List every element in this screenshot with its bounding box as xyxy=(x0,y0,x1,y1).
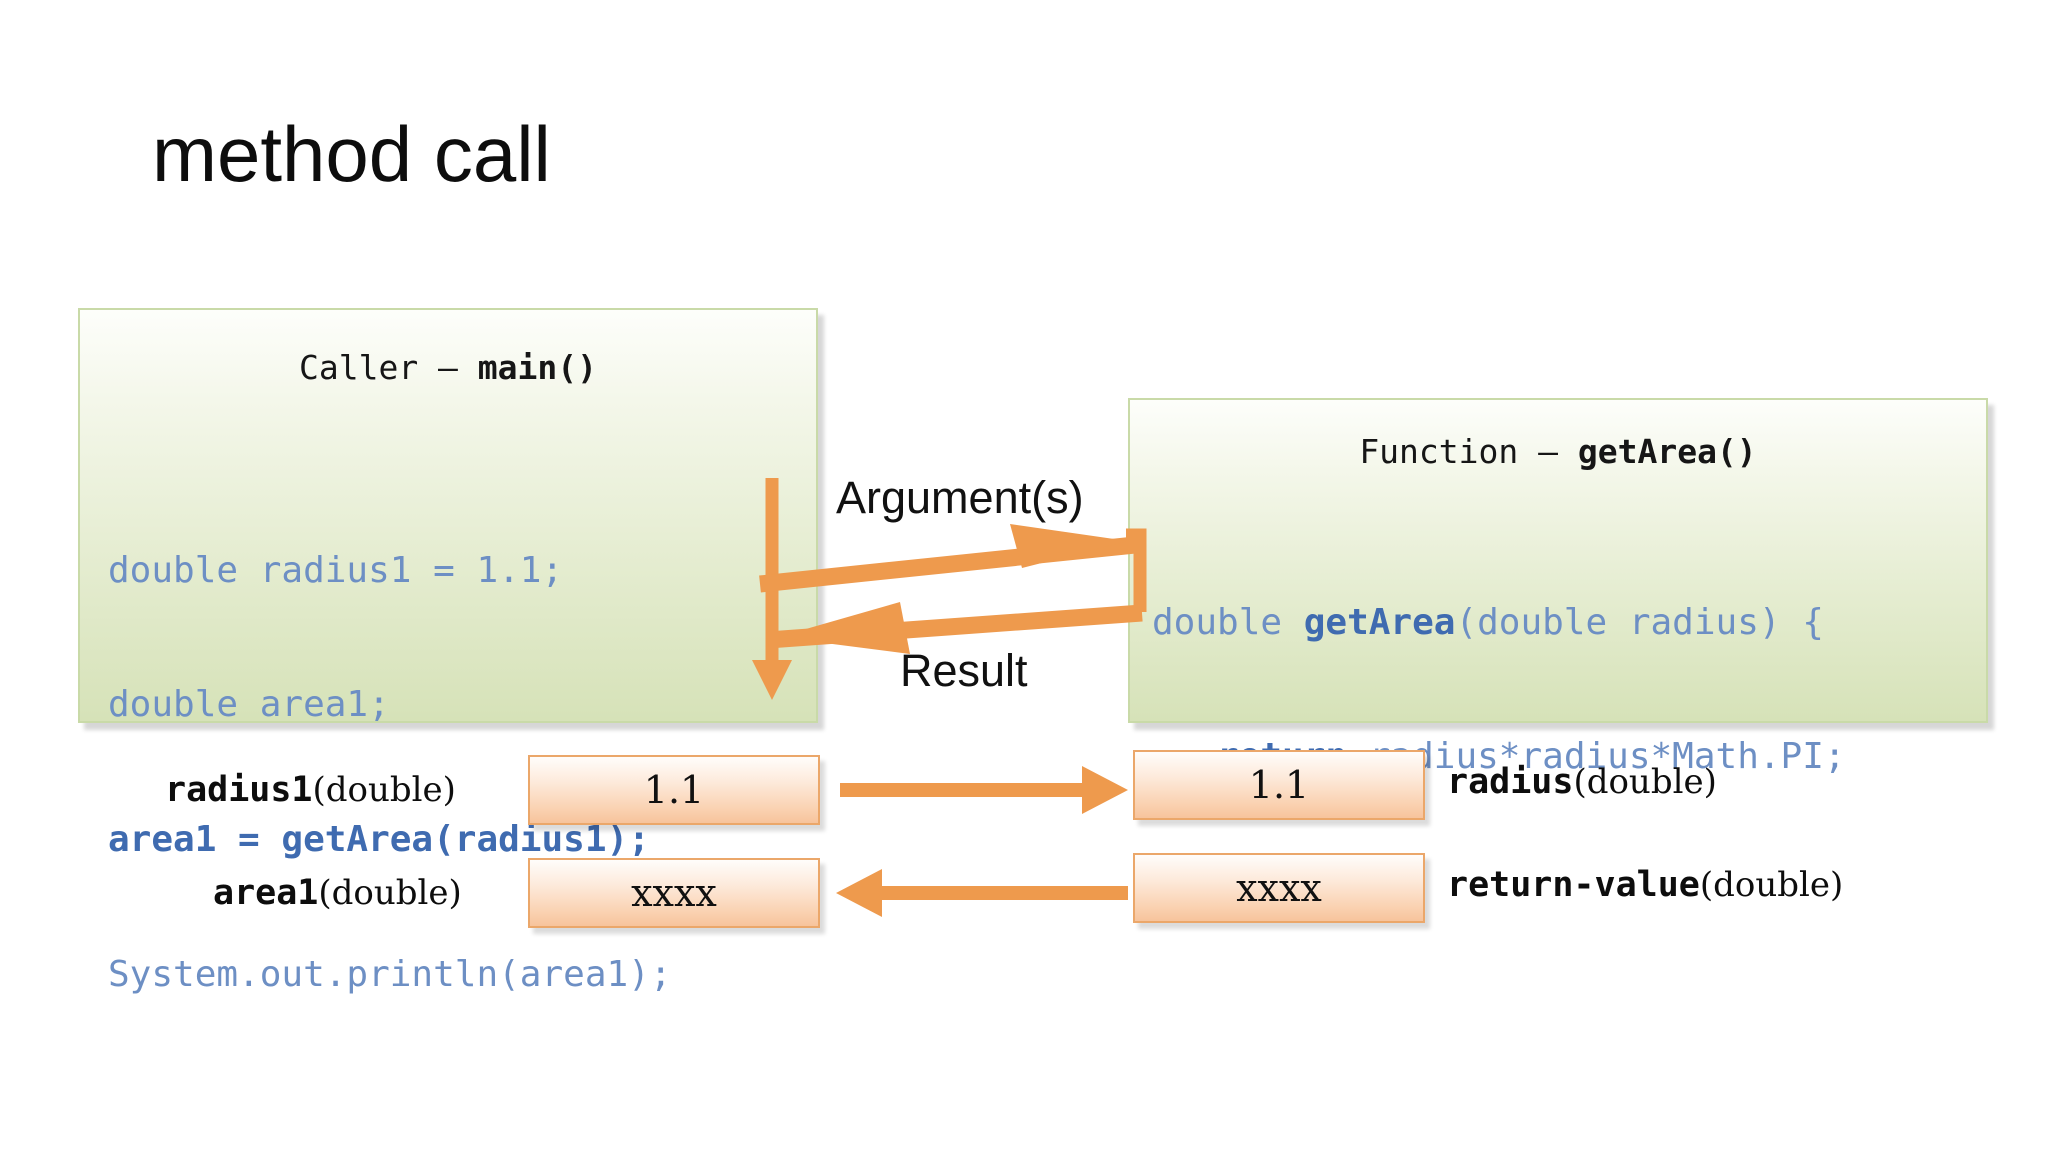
value-transfer-arrow-left-icon xyxy=(836,869,1128,917)
var-type: (double) xyxy=(1699,865,1844,905)
function-panel-heading: Function – getArea() xyxy=(1130,432,1986,471)
result-label: Result xyxy=(900,645,1028,696)
code-span: radius*radius*Math.PI; xyxy=(1347,736,1846,778)
function-heading-plain: Function – xyxy=(1359,432,1578,471)
var-name: return-value xyxy=(1447,865,1700,905)
caller-panel: Caller – main() double radius1 = 1.1; do… xyxy=(78,308,818,994)
code-span-bold: getArea xyxy=(1303,601,1456,643)
caller-heading-bold: main() xyxy=(477,348,598,387)
callee-var-label-return-value: return-value(double) xyxy=(1447,865,1843,905)
var-name: radius xyxy=(1447,762,1574,802)
var-type: (double) xyxy=(318,873,462,913)
function-code-block: double getArea(double radius) { return r… xyxy=(1152,522,1846,1007)
caller-panel-heading: Caller – main() xyxy=(80,348,816,387)
code-line-highlighted: area1 = getArea(radius1); xyxy=(108,818,650,860)
code-line: double area1; xyxy=(108,684,390,726)
caller-var-label-area1: area1(double) xyxy=(213,873,462,913)
code-span: double xyxy=(1152,601,1304,643)
caller-value-box-radius1[interactable]: 1.1 xyxy=(528,755,820,825)
callee-var-label-radius: radius(double) xyxy=(1447,762,1717,802)
value-transfer-arrow-right-icon xyxy=(840,766,1128,814)
arguments-label: Argument(s) xyxy=(836,472,1084,523)
callee-value-box-radius[interactable]: 1.1 xyxy=(1133,750,1425,820)
function-heading-bold: getArea() xyxy=(1577,432,1757,471)
var-name: radius1 xyxy=(165,770,313,810)
page-title: method call xyxy=(152,110,551,198)
caller-code-block: double radius1 = 1.1; double area1; area… xyxy=(108,470,672,1089)
caller-value-box-area1[interactable]: xxxx xyxy=(528,858,820,928)
callee-value-box-return[interactable]: xxxx xyxy=(1133,853,1425,923)
var-type: (double) xyxy=(1573,762,1717,802)
code-span: (double radius) { xyxy=(1455,601,1824,643)
code-line: double getArea(double radius) { xyxy=(1152,601,1846,657)
code-line: System.out.println(area1); xyxy=(108,953,672,995)
code-line: double radius1 = 1.1; xyxy=(108,549,564,591)
var-name: area1 xyxy=(213,873,319,913)
function-panel: Function – getArea() double getArea(doub… xyxy=(1128,398,1988,912)
var-type: (double) xyxy=(312,770,456,810)
caller-heading-plain: Caller – xyxy=(298,348,478,387)
caller-var-label-radius1: radius1(double) xyxy=(165,770,456,810)
code-line: return radius*radius*Math.PI; xyxy=(1152,737,1846,791)
